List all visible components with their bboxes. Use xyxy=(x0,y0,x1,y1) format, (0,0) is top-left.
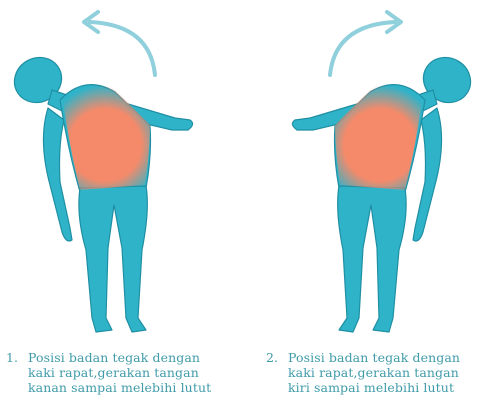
step-number: 1. xyxy=(6,350,18,365)
curved-arrow-left-icon xyxy=(84,12,155,75)
side-bend-illustration-1 xyxy=(0,0,242,340)
curved-arrow-right-icon xyxy=(330,12,401,75)
caption-line: Posisi badan tegak dengan xyxy=(288,350,485,365)
caption-line: Posisi badan tegak dengan xyxy=(28,350,236,365)
step-number: 2. xyxy=(266,350,278,365)
caption-line: kaki rapat,gerakan tangan xyxy=(288,365,485,380)
side-bend-illustration-2 xyxy=(243,0,485,340)
caption-line: kaki rapat,gerakan tangan xyxy=(28,365,236,380)
step-1-caption: 1. Posisi badan tegak dengan kaki rapat,… xyxy=(6,350,236,395)
figure-step-1 xyxy=(0,0,242,340)
caption-line: kiri sampai melebihi lutut xyxy=(288,380,485,395)
step-2-caption: 2. Posisi badan tegak dengan kaki rapat,… xyxy=(266,350,485,395)
figure-step-2 xyxy=(243,0,485,340)
caption-line: kanan sampai melebihi lutut xyxy=(28,380,236,395)
